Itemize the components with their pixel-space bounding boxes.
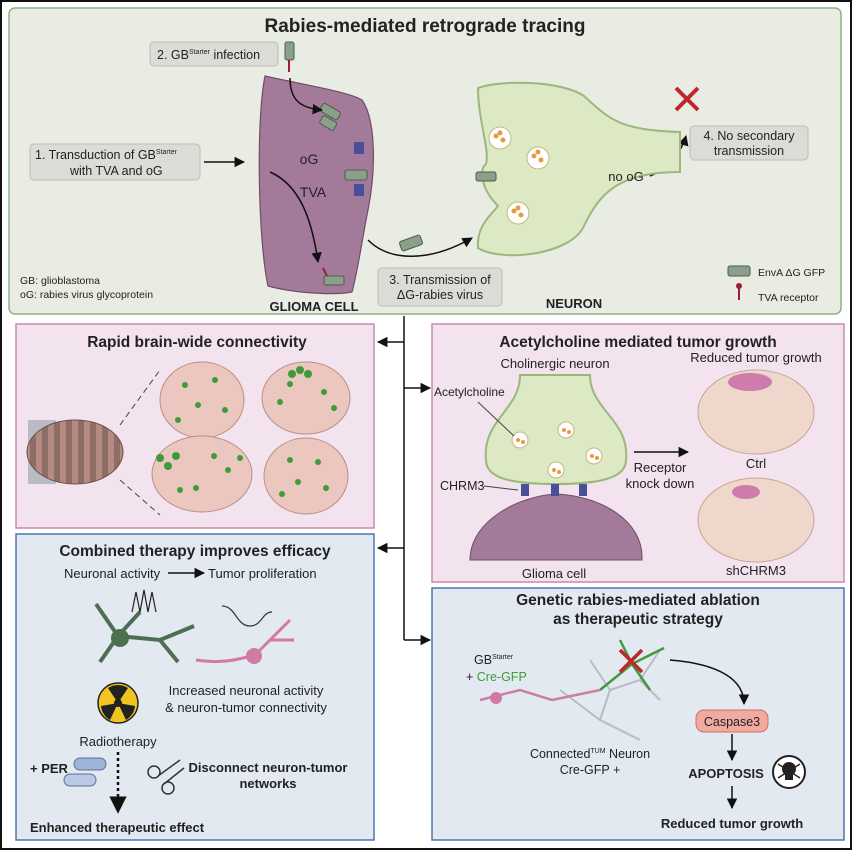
step3-text-line2: ΔG-rabies virus	[397, 288, 483, 302]
increased-activity-label: Increased neuronal activity	[169, 683, 324, 698]
chrm3-pointer	[483, 485, 519, 491]
vesicle-group	[511, 421, 603, 479]
neuron-illustration	[94, 589, 294, 664]
vesicle-group	[488, 126, 550, 225]
tva-receptor-icon	[322, 267, 345, 286]
tumor-proliferation-label: Tumor proliferation	[208, 566, 317, 581]
cell-og-label: oG	[300, 151, 319, 167]
step1-text-line2: with TVA and oG	[69, 164, 163, 178]
rabies-virus-icon	[284, 41, 295, 72]
pill-icon	[63, 757, 107, 787]
whole-brain-image	[26, 419, 124, 485]
abbreviation-gb: GB: glioblastoma	[20, 275, 100, 287]
brain-section-1	[159, 361, 245, 439]
connected-neuron-label: ConnectedTUM Neuron	[530, 747, 650, 761]
skull-icon	[772, 755, 806, 789]
brain-section-4	[263, 437, 349, 515]
neuronal-activity-label: Neuronal activity	[64, 566, 161, 581]
apoptosis-label: APOPTOSIS	[688, 766, 764, 781]
brain-section-3	[151, 435, 253, 513]
step4-text-line2: transmission	[714, 144, 784, 158]
therapy-panel	[15, 533, 375, 841]
radiation-icon	[97, 682, 139, 724]
scissors-icon	[147, 759, 185, 795]
networks-label: networks	[239, 776, 296, 791]
chrm3-receptor-icon	[521, 484, 529, 496]
og-protein-icon	[354, 142, 364, 154]
radiotherapy-label: Radiotherapy	[79, 734, 157, 749]
neuron-network-illustration	[479, 639, 665, 741]
chrm3-receptor-icon	[579, 484, 587, 496]
ablation-arrow	[669, 659, 750, 706]
brain-section-shchrm3	[697, 477, 815, 563]
step3-text-line1: 3. Transmission of	[389, 273, 491, 287]
step2-text: 2. GBStarter infection	[157, 48, 260, 62]
ablation-title-line1: Genetic rabies-mediated ablation	[516, 592, 760, 609]
per-label: + PER	[30, 761, 69, 776]
acetylcholine-title: Acetylcholine mediated tumor growth	[499, 334, 776, 351]
step1-text-line1: 1. Transduction of GBStarter	[35, 148, 178, 162]
step2-box	[149, 41, 279, 67]
cre-gfp-label: + Cre-GFP	[466, 670, 527, 684]
glioma-cell-label: GLIOMA CELL	[269, 299, 358, 314]
legend-virus-icon	[727, 265, 751, 277]
glioma-cell-shape	[258, 75, 374, 295]
acetylcholine-pointer	[477, 401, 515, 437]
disconnect-label: Disconnect neuron-tumor	[189, 760, 348, 775]
receptor-label: Receptor	[634, 460, 687, 475]
step4-text-line1: 4. No secondary	[703, 129, 795, 143]
abbreviation-og: oG: rabies virus glycoprotein	[20, 289, 153, 301]
cell-tva-label: TVA	[300, 184, 327, 200]
step1-box	[29, 143, 201, 181]
gb-starter-label: GBStarter	[474, 653, 514, 667]
cre-gfp-plus-label: Cre-GFP +	[560, 763, 621, 777]
transmission-arrow	[367, 237, 473, 257]
no-og-label: no oG	[608, 169, 643, 184]
enhanced-effect-label: Enhanced therapeutic effect	[30, 820, 205, 835]
rabies-virus-icon	[344, 169, 368, 181]
zoom-line	[119, 369, 161, 426]
glioma-cell-label: Glioma cell	[522, 566, 586, 581]
rabies-virus-icon	[475, 171, 497, 182]
reduced-tumor-growth-result: Reduced tumor growth	[661, 816, 803, 831]
ctrl-label: Ctrl	[746, 456, 766, 471]
brain-section-2	[261, 361, 351, 435]
chrm3-receptor-icon	[551, 484, 559, 496]
step4-box	[689, 125, 809, 161]
chrm3-label: CHRM3	[440, 479, 484, 493]
legend-virus-label: EnvA ΔG GFP	[758, 267, 825, 279]
og-protein-icon	[354, 184, 364, 196]
rabies-virus-icon	[319, 102, 341, 131]
legend-tva-label: TVA receptor	[758, 292, 819, 304]
connectivity-title: Rapid brain-wide connectivity	[87, 334, 307, 351]
acetylcholine-label: Acetylcholine	[434, 385, 505, 399]
increased-connectivity-label: & neuron-tumor connectivity	[165, 700, 327, 715]
ablation-title-line2: as therapeutic strategy	[553, 611, 723, 628]
step3-box	[377, 267, 503, 307]
cholinergic-neuron-label: Cholinergic neuron	[500, 356, 609, 371]
caspase3-label: Caspase3	[704, 715, 760, 729]
zoom-line	[119, 479, 161, 516]
ablation-panel	[431, 587, 845, 841]
top-panel	[8, 7, 842, 315]
neuron-label: NEURON	[546, 296, 602, 311]
tva-arrow	[269, 171, 322, 264]
infection-arrow	[289, 77, 324, 115]
legend-tva-icon	[736, 283, 742, 289]
brain-section-ctrl	[697, 369, 815, 455]
caspase3-box	[695, 709, 769, 733]
reduced-tumor-growth-label: Reduced tumor growth	[690, 350, 822, 365]
top-title: Rabies-mediated retrograde tracing	[265, 16, 586, 37]
no-transmission-x-icon	[674, 86, 700, 112]
knock-down-label: knock down	[626, 476, 695, 491]
rabies-virus-icon	[399, 234, 423, 252]
shchrm3-label: shCHRM3	[726, 563, 786, 578]
therapy-title: Combined therapy improves efficacy	[59, 543, 331, 560]
